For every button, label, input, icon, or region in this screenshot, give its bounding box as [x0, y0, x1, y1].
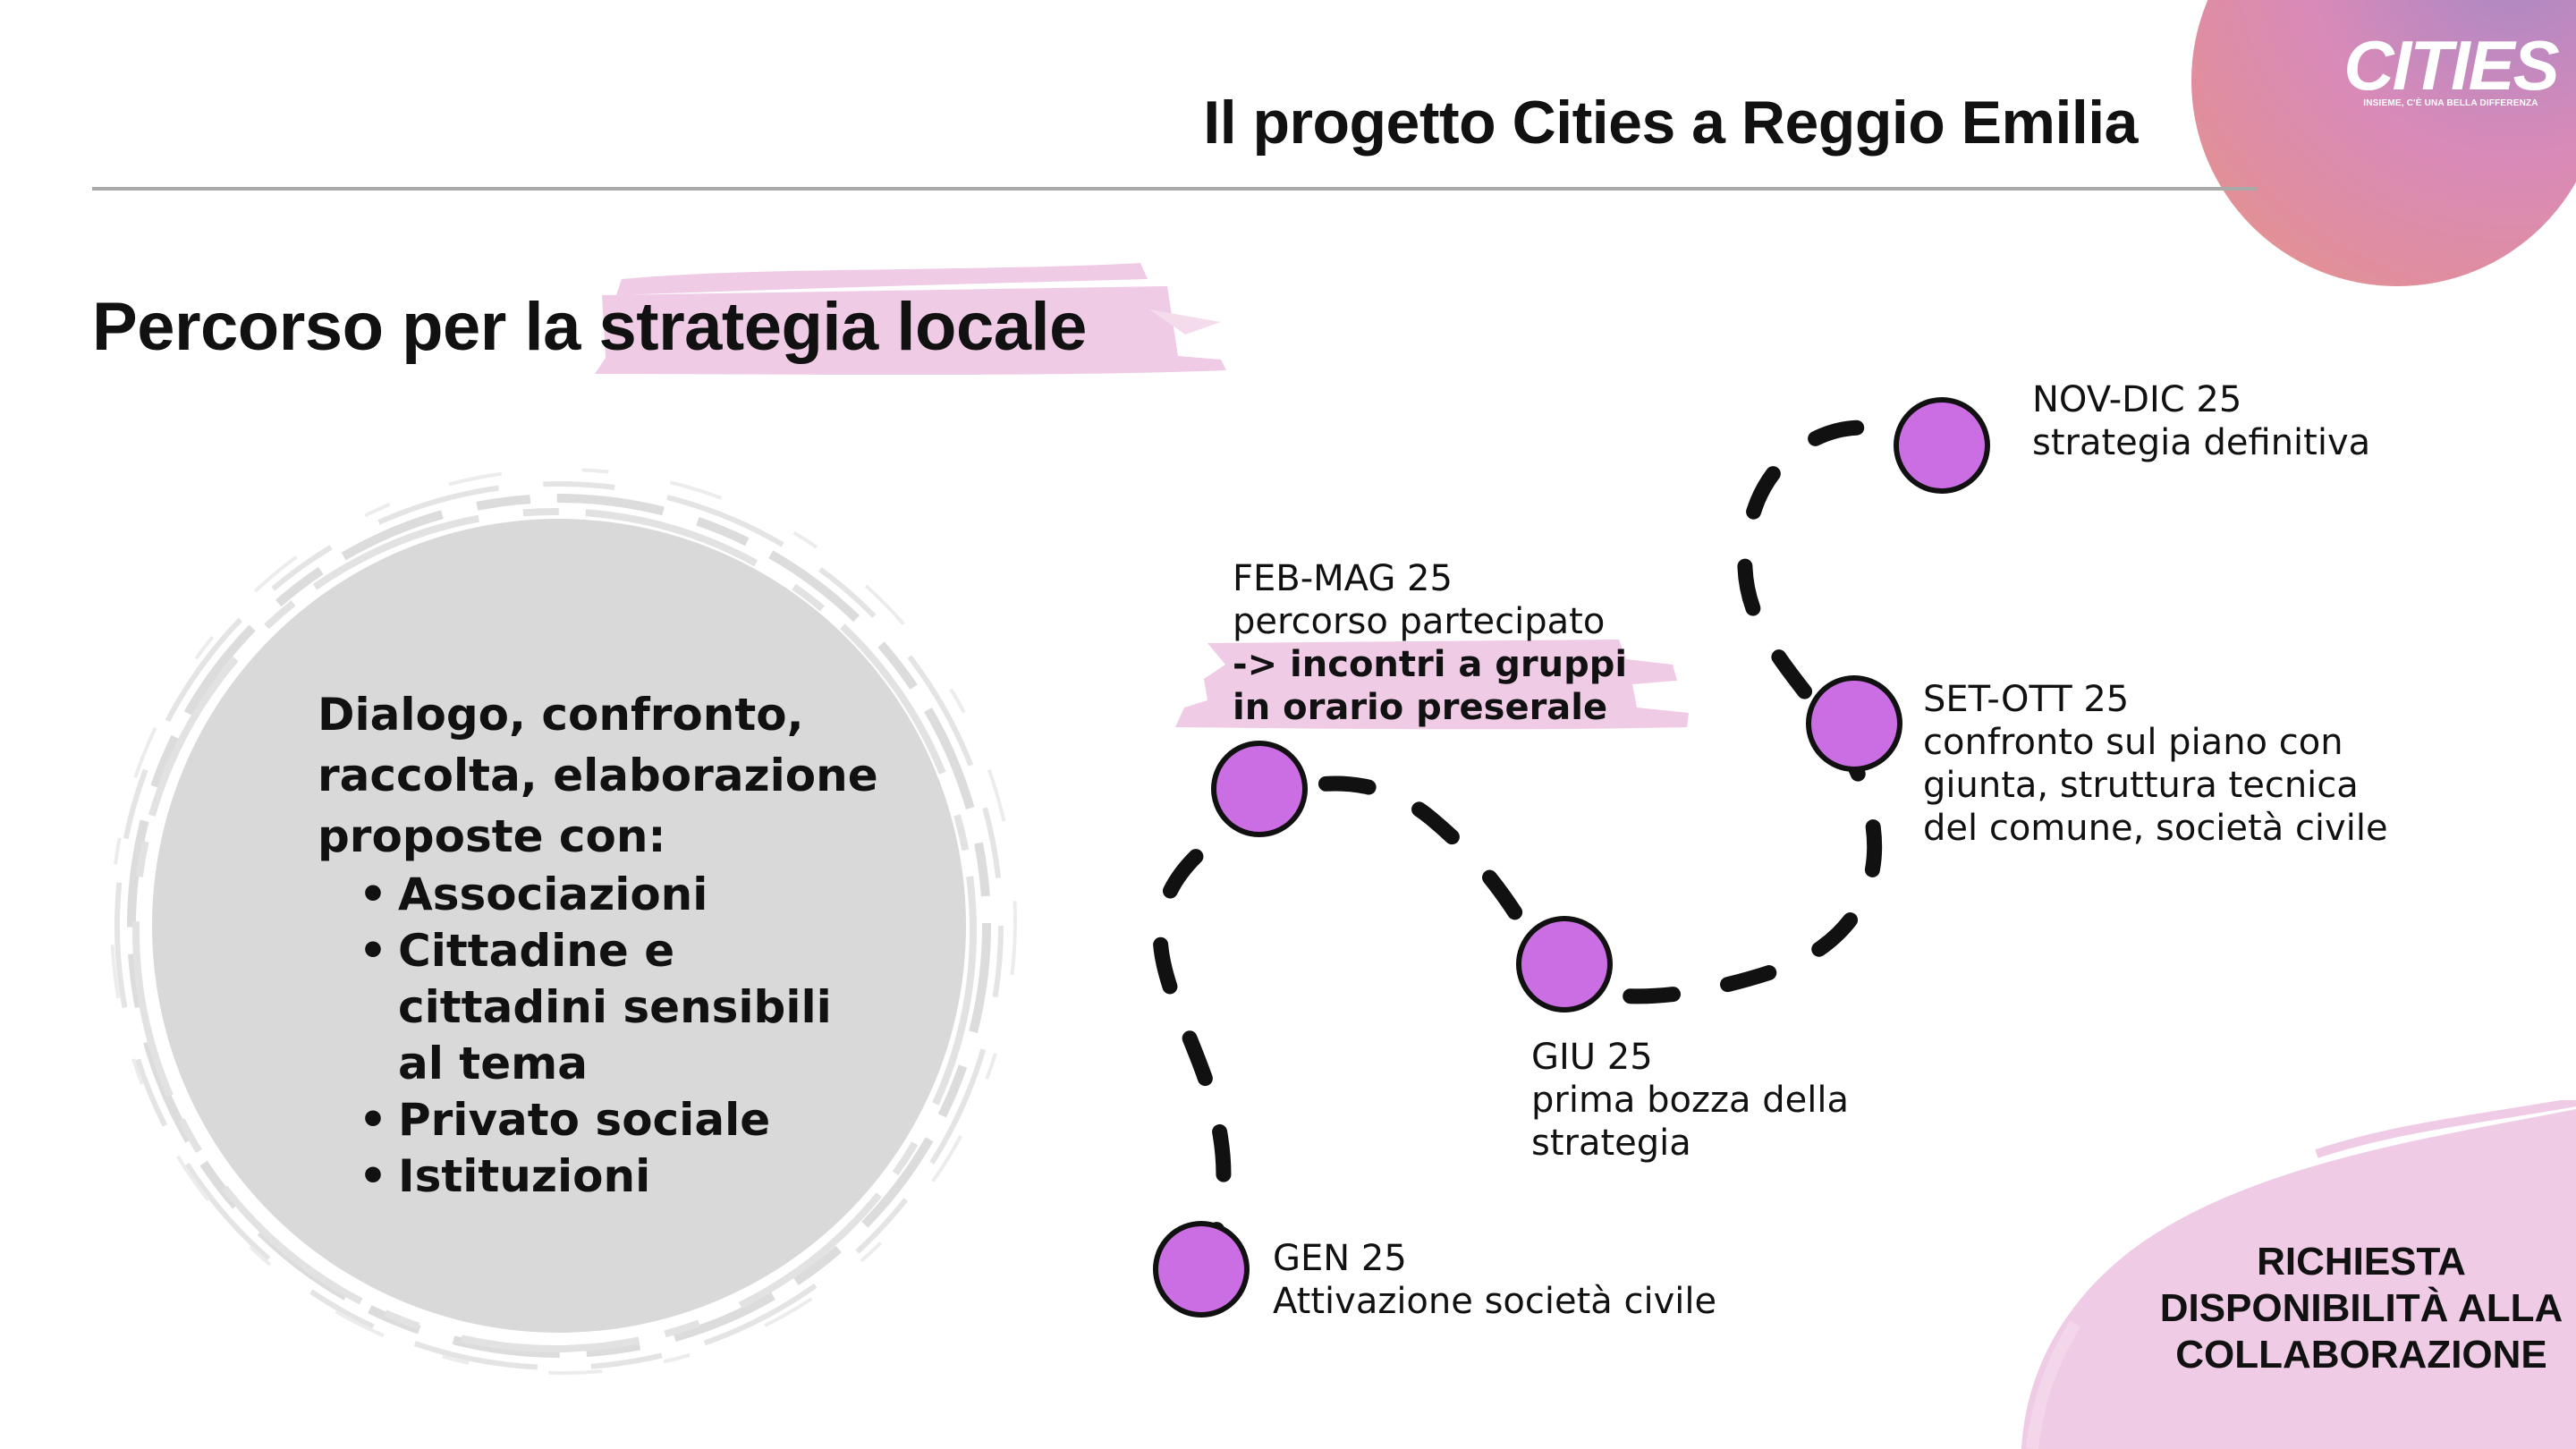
participants-text: Dialogo, confronto, raccolta, elaborazio… [318, 684, 890, 1205]
timeline-description: confronto sul piano con giunta, struttur… [1923, 722, 2388, 849]
timeline-note: -> incontri a gruppi in orario preserale [1233, 644, 1628, 728]
timeline-date: SET-OTT 25 [1923, 679, 2130, 720]
participant-item: Privato sociale [359, 1092, 890, 1148]
node-gen [1153, 1221, 1250, 1318]
collaboration-callout: RICHIESTA DISPONIBILITÀ ALLA COLLABORAZI… [2159, 1240, 2563, 1377]
timeline-description: percorso partecipato [1233, 601, 1606, 642]
node-febmag [1211, 741, 1308, 837]
page-title: Il progetto Cities a Reggio Emilia [1203, 89, 2138, 157]
participant-item: Istituzioni [359, 1148, 890, 1205]
timeline-label-febmag: FEB-MAG 25 percorso partecipato -> incon… [1233, 557, 1627, 729]
timeline-label-setott: SET-OTT 25 confronto sul piano con giunt… [1923, 678, 2388, 850]
timeline-label-novdic: NOV-DIC 25 strategia definitiva [2032, 378, 2370, 464]
section-title-highlight: strategia locale [598, 289, 1088, 365]
febmag-highlight-brush [1175, 640, 1689, 730]
node-setott [1806, 675, 1902, 772]
title-highlight-brush [595, 263, 1226, 375]
timeline-date: GIU 25 [1531, 1037, 1653, 1078]
timeline-description: strategia definitiva [2032, 422, 2371, 463]
timeline-label-gen: GEN 25 Attivazione società civile [1273, 1237, 1716, 1323]
header-divider [92, 187, 2257, 191]
logo-tagline: INSIEME, C'È UNA BELLA DIFFERENZA [2363, 98, 2538, 108]
timeline-description: prima bozza della strategia [1531, 1080, 1849, 1164]
timeline-date: GEN 25 [1273, 1238, 1407, 1279]
timeline-label-giu: GIU 25 prima bozza della strategia [1531, 1036, 1849, 1165]
participant-item: Cittadine e cittadini sensibili al tema [359, 923, 890, 1092]
participants-intro: Dialogo, confronto, raccolta, elaborazio… [318, 689, 878, 862]
timeline-date: FEB-MAG 25 [1233, 558, 1453, 599]
participants-list: Associazioni Cittadine e cittadini sensi… [318, 867, 890, 1205]
section-title-prefix: Percorso per la [92, 289, 599, 365]
node-giu [1516, 916, 1613, 1013]
participant-item: Associazioni [359, 867, 890, 923]
section-title: Percorso per la strategia locale [92, 288, 1087, 366]
cta-background-brush [2021, 1100, 2576, 1449]
timeline-date: NOV-DIC 25 [2032, 379, 2242, 420]
timeline-description: Attivazione società civile [1273, 1281, 1717, 1322]
cities-logo: CITIES [2343, 26, 2559, 105]
node-novdic [1894, 397, 1990, 494]
